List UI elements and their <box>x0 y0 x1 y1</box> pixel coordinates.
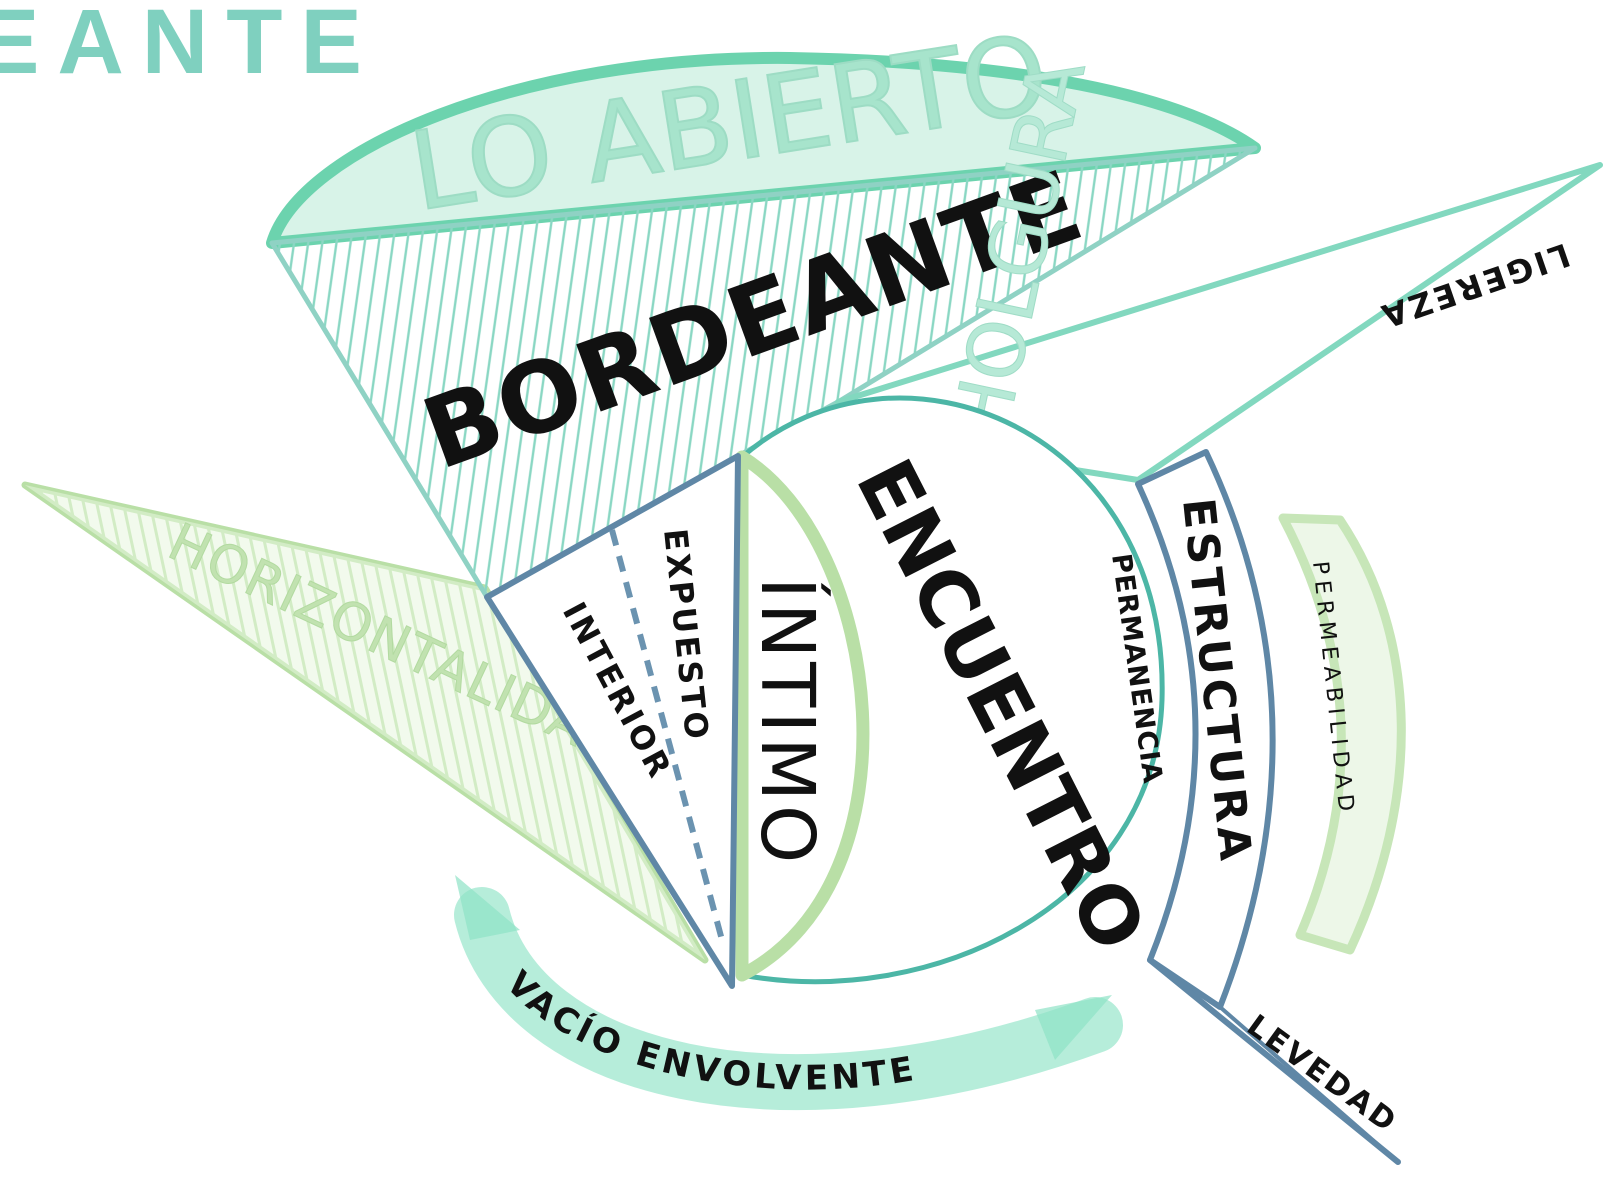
levedad-label: LEVEDAD <box>1240 1008 1404 1141</box>
intimo-lens: ÍNTIMO <box>735 450 870 982</box>
interior-wedge: INTERIOR EXPUESTO <box>484 453 741 989</box>
page-title: EANTE <box>0 0 380 93</box>
levedad-line: LEVEDAD <box>1147 957 1404 1165</box>
permeabilidad-arc: PERMEABILIDAD <box>1278 513 1406 955</box>
arrow-left-icon <box>455 875 520 940</box>
intimo-label: ÍNTIMO <box>744 577 832 867</box>
vacio-envolvente-text: VACÍO ENVOLVENTE <box>498 963 916 1098</box>
vacio-envolvente-label: VACÍO ENVOLVENTE <box>498 963 920 1098</box>
arrow-right-icon <box>1035 995 1112 1060</box>
